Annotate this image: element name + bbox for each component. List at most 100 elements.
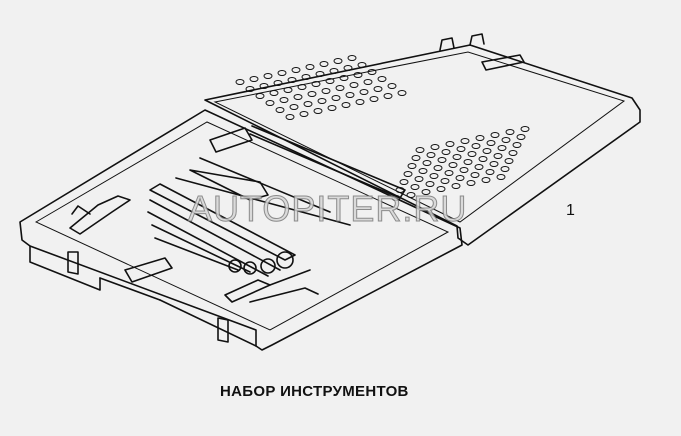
perforation-hole	[335, 85, 345, 91]
perforation-hole	[474, 164, 484, 170]
perforation-hole	[303, 101, 313, 107]
perforation-hole	[327, 105, 337, 111]
perforation-hole	[471, 143, 481, 149]
perforation-hole	[475, 135, 485, 141]
perforation-hole	[433, 165, 443, 171]
perforation-hole	[418, 168, 428, 174]
perforation-hole	[305, 64, 315, 70]
perforation-hole	[269, 90, 279, 96]
perforation-hole	[383, 93, 393, 99]
perforation-hole	[482, 148, 492, 154]
perforation-hole	[277, 70, 287, 76]
perforation-hole	[367, 69, 377, 75]
perforation-hole	[452, 154, 462, 160]
callout-number: 1	[566, 202, 575, 219]
pliers	[69, 195, 131, 235]
perforation-hole	[291, 67, 301, 73]
tools	[69, 125, 406, 303]
perforation-hole	[299, 111, 309, 117]
perforation-hole	[313, 108, 323, 114]
perforation-hole	[456, 146, 466, 152]
perforation-hole	[429, 173, 439, 179]
perforation-hole	[489, 161, 499, 167]
perforation-hole	[485, 169, 495, 175]
perforation-hole	[497, 145, 507, 151]
perforation-hole	[425, 181, 435, 187]
perforation-hole	[407, 163, 417, 169]
perforation-hole	[347, 55, 357, 61]
perforation-hole	[467, 151, 477, 157]
perforation-hole	[406, 192, 416, 198]
perforation-hole	[403, 171, 413, 177]
perforation-hole	[421, 189, 431, 195]
perforation-hole	[455, 175, 465, 181]
perforation-hole	[331, 95, 341, 101]
perforation-hole	[333, 58, 343, 64]
perforation-hole	[505, 129, 515, 135]
perforation-hole	[387, 83, 397, 89]
perforation-hole	[397, 90, 407, 96]
perforation-hole	[508, 150, 518, 156]
perforation-hole	[255, 93, 265, 99]
perforation-hole	[504, 158, 514, 164]
perforation-hole	[285, 114, 295, 120]
perforation-hole	[315, 71, 325, 77]
perforation-hole	[369, 96, 379, 102]
perforation-hole	[478, 156, 488, 162]
perforation-hole	[426, 152, 436, 158]
perforation-hole	[349, 82, 359, 88]
perforation-hole	[279, 97, 289, 103]
perforation-hole	[493, 153, 503, 159]
perforation-hole	[410, 184, 420, 190]
perforation-hole	[317, 98, 327, 104]
perforation-hole	[441, 149, 451, 155]
perforation-hole	[520, 126, 530, 132]
perforation-hole	[500, 166, 510, 172]
perforation-hole	[283, 87, 293, 93]
perforation-hole	[297, 84, 307, 90]
perforation-hole	[399, 179, 409, 185]
socket-wrench	[209, 127, 253, 153]
perforation-hole	[436, 186, 446, 192]
perforation-hole	[341, 102, 351, 108]
perforation-hole	[444, 170, 454, 176]
perforation-hole	[259, 83, 269, 89]
watermark: AUTOPITER.RU	[187, 188, 468, 230]
perforation-hole	[319, 61, 329, 67]
perforation-hole	[463, 159, 473, 165]
perforation-hole	[414, 176, 424, 182]
perforation-hole	[249, 76, 259, 82]
perforation-hole	[377, 76, 387, 82]
perforation-hole	[459, 167, 469, 173]
perforation-hole	[343, 65, 353, 71]
perforation-hole	[373, 86, 383, 92]
caption: НАБОР ИНСТРУМЕНТОВ	[220, 383, 409, 400]
perforation-hole	[486, 140, 496, 146]
perforation-hole	[275, 107, 285, 113]
lid-perforation-pattern	[235, 55, 530, 201]
toolbox-lid	[204, 33, 641, 246]
perforation-hole	[263, 73, 273, 79]
perforation-hole	[287, 77, 297, 83]
perforation-hole	[357, 62, 367, 68]
perforation-hole	[345, 92, 355, 98]
perforation-hole	[440, 178, 450, 184]
perforation-hole	[430, 144, 440, 150]
perforation-hole	[273, 80, 283, 86]
perforation-hole	[321, 88, 331, 94]
perforation-hole	[339, 75, 349, 81]
perforation-hole	[501, 137, 511, 143]
perforation-hole	[307, 91, 317, 97]
perforation-hole	[451, 183, 461, 189]
perforation-hole	[466, 180, 476, 186]
wrench	[149, 183, 296, 261]
perforation-hole	[460, 138, 470, 144]
perforation-hole	[445, 141, 455, 147]
perforation-hole	[265, 100, 275, 106]
perforation-hole	[481, 177, 491, 183]
perforation-hole	[437, 157, 447, 163]
perforation-hole	[353, 72, 363, 78]
perforation-hole	[245, 86, 255, 92]
toolbox-base	[19, 109, 463, 351]
